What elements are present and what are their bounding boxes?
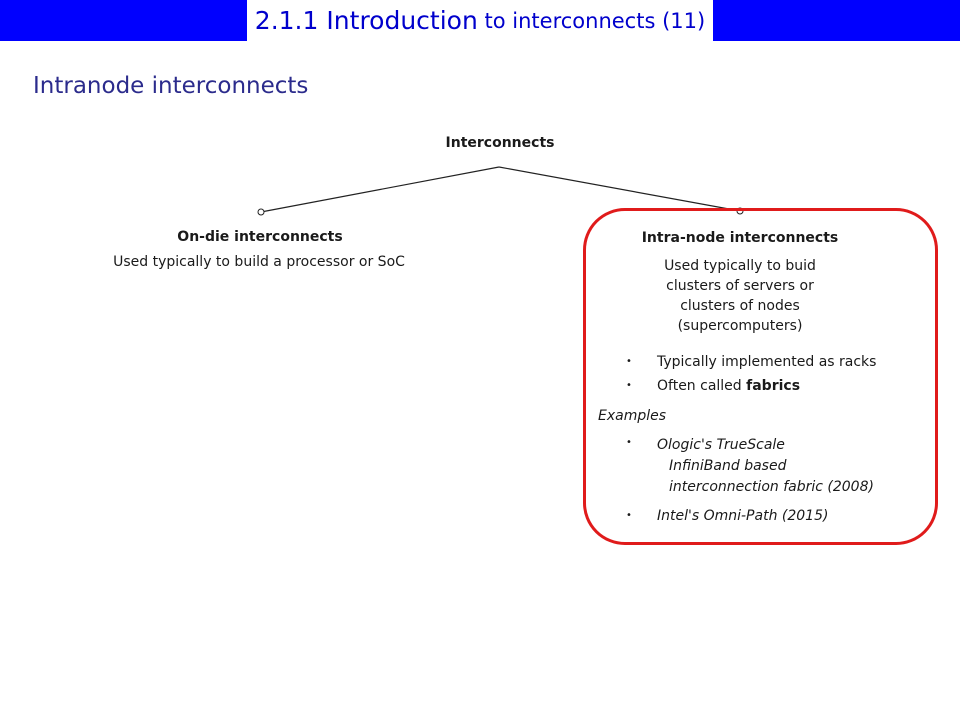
tree-root-label: Interconnects — [445, 135, 555, 151]
bold-term: fabrics — [746, 378, 801, 394]
tree-node-left — [257, 208, 265, 216]
example-item: Ologic's TrueScale InfiniBand based inte… — [657, 437, 874, 495]
title-rest: to interconnects (11) — [484, 8, 706, 33]
bullet-icon: • — [626, 437, 632, 448]
on-die-heading: On-die interconnects — [177, 229, 343, 245]
highlight-box — [583, 208, 938, 545]
description-line: clusters of nodes — [680, 298, 800, 314]
example-item: Intel's Omni-Path (2015) — [657, 508, 829, 524]
tree-branch-right — [498, 166, 741, 212]
title-main: Introduction — [326, 6, 478, 35]
bullet-icon: • — [626, 380, 632, 391]
description-line: (supercomputers) — [677, 318, 803, 334]
intra-node-heading: Intra-node interconnects — [641, 230, 839, 246]
bullet-icon: • — [626, 356, 632, 367]
description-line: Used typically to buid — [664, 258, 816, 274]
section-number: 2.1.1 — [254, 6, 319, 35]
bullet-icon: • — [626, 510, 632, 521]
on-die-description: Used typically to build a processor or S… — [113, 254, 405, 270]
bullet-text: Typically implemented as racks — [657, 354, 877, 370]
intra-node-description: Used typically to buid clusters of serve… — [620, 256, 860, 336]
title-bar: 2.1.1 Introduction to interconnects (11) — [0, 0, 960, 41]
slide-subtitle: Intranode interconnects — [33, 73, 309, 99]
examples-label: Examples — [598, 408, 667, 424]
bullet-text: Often called fabrics — [657, 378, 801, 394]
tree-branch-left — [260, 166, 500, 213]
description-line: clusters of servers or — [666, 278, 814, 294]
slide-title: 2.1.1 Introduction to interconnects (11) — [246, 0, 714, 41]
